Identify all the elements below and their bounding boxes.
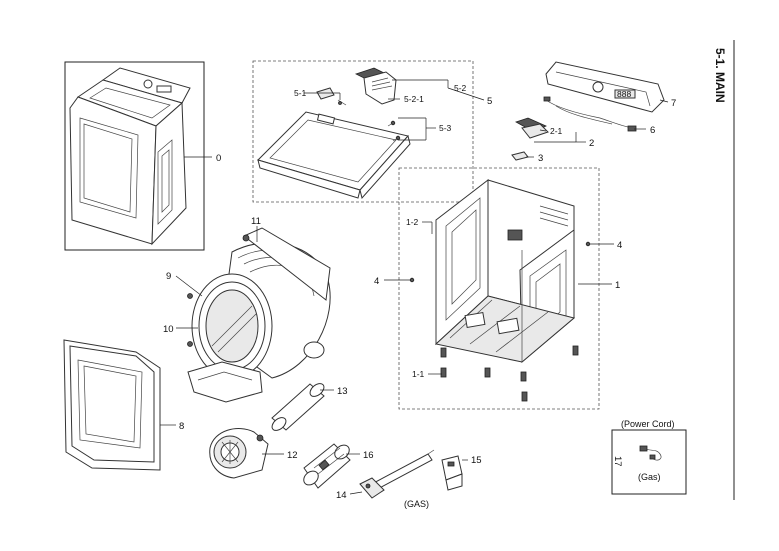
callout-4-left: 4 — [374, 276, 379, 287]
top-assembly-frame — [252, 60, 474, 203]
dryer-display — [156, 85, 172, 93]
door-part — [63, 339, 161, 471]
power-cord-label: (Power Cord) — [621, 419, 675, 429]
top-cover-part — [257, 111, 411, 200]
svg-text:888: 888 — [617, 89, 631, 99]
control-panel-part: 888 — [545, 61, 665, 113]
cabinet-frame-box — [398, 167, 600, 410]
bracket-part-15 — [441, 455, 463, 491]
dryer-assembly-group — [64, 61, 205, 251]
drum-rear-support — [243, 227, 331, 301]
leveling-feet — [440, 345, 579, 402]
callout-11: 11 — [251, 216, 261, 227]
screw-4-right — [585, 241, 591, 247]
gas-valve — [303, 443, 351, 489]
callout-0: 0 — [216, 153, 221, 164]
wire-harness — [545, 99, 633, 129]
callout-5-1: 5-1 — [294, 88, 307, 98]
callout-14: 14 — [336, 490, 347, 501]
callout-1-1: 1-1 — [412, 369, 425, 379]
exhaust-duct — [271, 383, 325, 431]
callout-7: 7 — [671, 98, 676, 109]
power-cord-frame — [611, 429, 687, 495]
dryer-assembly-frame — [64, 61, 205, 251]
callout-6: 6 — [650, 125, 655, 136]
section-title: 5-1. MAIN — [713, 48, 727, 103]
callout-3: 3 — [538, 153, 543, 164]
callout-1: 1 — [615, 280, 620, 291]
blower-fan — [209, 428, 269, 479]
power-cord-part — [639, 445, 662, 461]
control-panel-housing — [545, 61, 665, 113]
callout-5-3: 5-3 — [439, 123, 452, 133]
callout-5: 5 — [487, 96, 492, 107]
gas-label: (GAS) — [404, 499, 429, 509]
drum-lower-duct — [187, 361, 263, 403]
callout-15: 15 — [471, 455, 482, 466]
screw-4-left — [409, 277, 415, 283]
callout-1-2: 1-2 — [406, 217, 419, 227]
dryer-knob — [143, 79, 153, 89]
callout-5-2: 5-2 — [454, 83, 467, 93]
callout-2-1: 2-1 — [550, 126, 563, 136]
gas-burner — [359, 449, 435, 499]
callout-5-2-1: 5-2-1 — [404, 94, 424, 104]
callout-8: 8 — [179, 421, 184, 432]
power-cord-gas-label: (Gas) — [638, 472, 661, 482]
callout-labels: 0 5 5-1 5-2 5-2-1 5-3 7 6 2-1 2 3 1-2 4 … — [163, 83, 676, 501]
callout-10: 10 — [163, 324, 174, 335]
callout-17: 17 — [612, 456, 623, 467]
drum-assembly — [187, 227, 331, 403]
cabinet-frame-part — [434, 178, 576, 364]
part-3 — [511, 151, 529, 161]
part-5-1-bracket — [316, 87, 335, 100]
callout-12: 12 — [287, 450, 298, 461]
callout-16: 16 — [363, 450, 374, 461]
callout-4-right: 4 — [617, 240, 622, 251]
leader-lines — [160, 79, 669, 495]
callout-9: 9 — [166, 271, 171, 282]
part-5-2-body — [363, 71, 397, 105]
callout-13: 13 — [337, 386, 348, 397]
callout-2: 2 — [589, 138, 594, 149]
